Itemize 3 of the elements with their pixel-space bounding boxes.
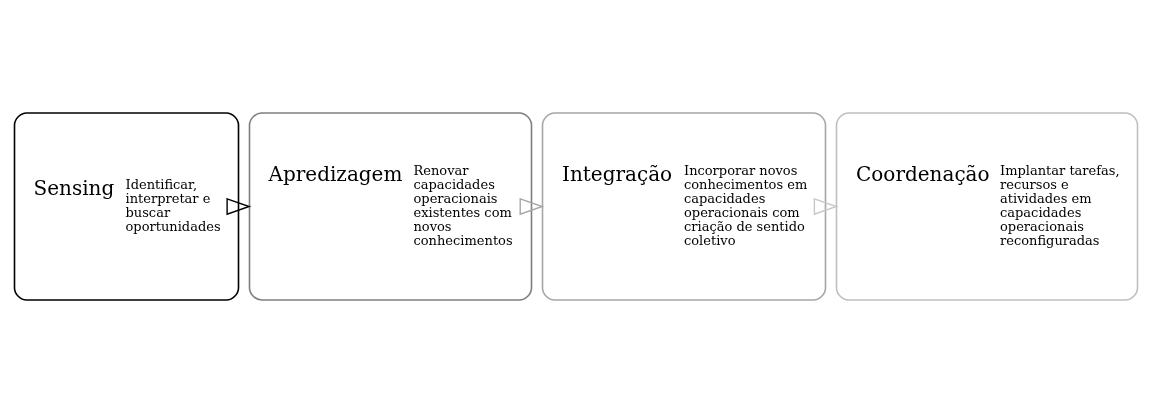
- arrow: [226, 197, 252, 215]
- arrow: [813, 197, 839, 215]
- arrow: [519, 197, 545, 215]
